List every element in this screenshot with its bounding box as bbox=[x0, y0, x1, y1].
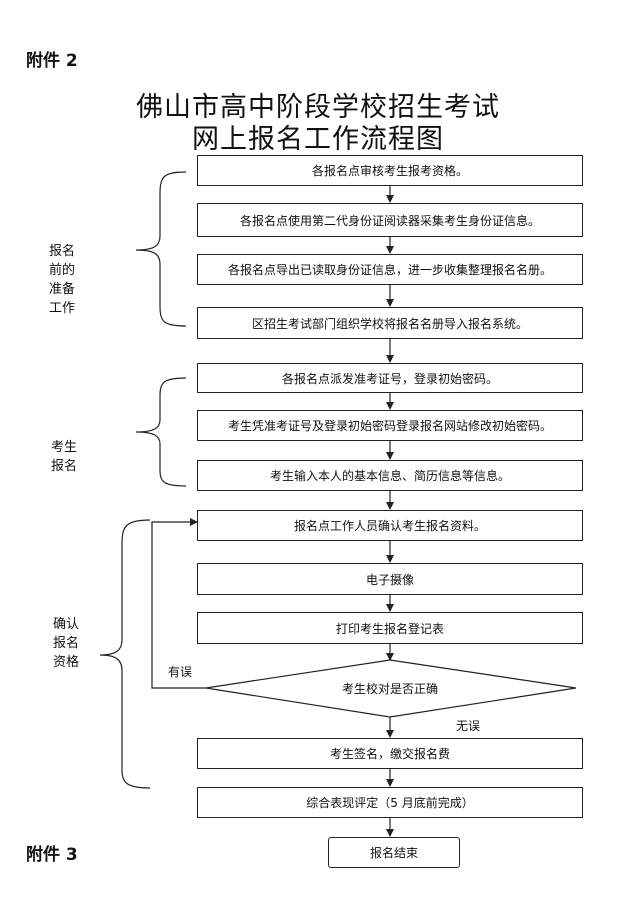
step-7-box: 考生输入本人的基本信息、简历信息等信息。 bbox=[197, 460, 583, 491]
brace-prep bbox=[135, 171, 187, 327]
step-4-box: 区招生考试部门组织学校将报名名册导入报名系统。 bbox=[197, 307, 583, 339]
step-2-box: 各报名点使用第二代身份证阅读器采集考生身份证信息。 bbox=[197, 203, 583, 237]
diagram-title-line2: 网上报名工作流程图 bbox=[192, 124, 444, 155]
step-8-box: 报名点工作人员确认考生报名资料。 bbox=[197, 510, 583, 541]
diagram-title-line1: 佛山市高中阶段学校招生考试 bbox=[136, 92, 500, 123]
decision-diamond bbox=[205, 659, 577, 718]
end-box: 报名结束 bbox=[328, 837, 460, 868]
step-5-box: 各报名点派发准考证号，登录初始密码。 bbox=[197, 363, 583, 393]
step-10-box: 打印考生报名登记表 bbox=[197, 612, 583, 644]
step-3-box: 各报名点导出已读取身份证信息，进一步收集整理报名名册。 bbox=[197, 254, 583, 285]
group-label-confirm: 确认 报名 资格 bbox=[52, 617, 79, 670]
decision-yes-label: 无误 bbox=[456, 719, 481, 733]
arrow-feedback-loop bbox=[151, 518, 206, 689]
group-label-register: 考生 报名 bbox=[50, 440, 77, 474]
attachment-label-bottom: 附件 3 bbox=[26, 845, 78, 865]
step-11-box: 考生签名，缴交报名费 bbox=[197, 738, 583, 769]
step-9-box: 电子摄像 bbox=[197, 563, 583, 595]
brace-register bbox=[135, 377, 187, 487]
attachment-label-top: 附件 2 bbox=[26, 51, 78, 71]
step-1-box: 各报名点审核考生报考资格。 bbox=[197, 155, 583, 186]
step-12-box: 综合表现评定（5 月底前完成） bbox=[197, 787, 583, 818]
decision-label: 考生校对是否正确 bbox=[341, 682, 438, 696]
group-label-prep: 报名 前的 准备 工作 bbox=[48, 244, 75, 316]
step-6-box: 考生凭准考证号及登录初始密码登录报名网站修改初始密码。 bbox=[197, 410, 583, 441]
decision-no-label: 有误 bbox=[168, 665, 193, 679]
brace-confirm bbox=[99, 519, 151, 789]
